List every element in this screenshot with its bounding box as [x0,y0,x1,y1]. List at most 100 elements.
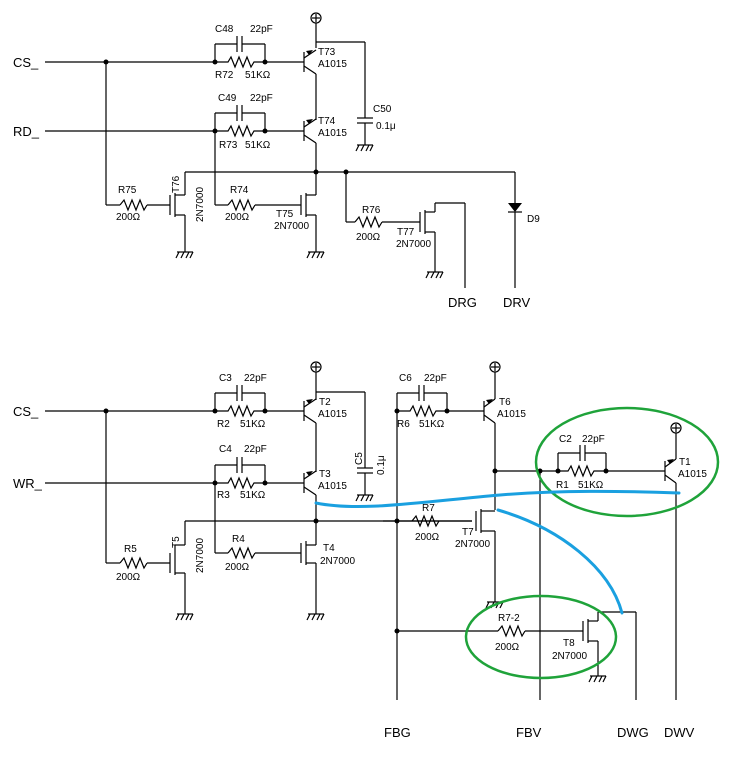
label-r7-2-value: 200Ω [495,642,520,653]
annotation-curve [314,489,681,615]
signal-label-drg: DRG [448,295,477,310]
label-r75-value: 200Ω [116,212,141,223]
transistor-t3 [303,470,317,496]
label-t74-part: A1015 [318,128,347,139]
label-r74: R74 [230,185,249,196]
label-t5: T5 [171,536,182,548]
signal-label-rd: RD_ [13,124,40,139]
label-c49: C49 [218,93,237,104]
label-c6-value: 22pF [424,373,447,384]
vcc-symbol [310,361,322,373]
label-t75: T75 [276,209,294,220]
signal-label-fbv: FBV [516,725,542,740]
signal-label-cs-top: CS_ [13,55,39,70]
mosfet-t75 [300,193,317,252]
label-r73: R73 [219,140,238,151]
label-r75: R75 [118,185,137,196]
label-t76: T76 [171,175,182,193]
mosfet-t77 [419,203,436,272]
label-t77-part: 2N7000 [396,239,431,250]
label-c2: C2 [559,434,572,445]
label-r5: R5 [124,544,137,555]
mosfet-t5 [169,544,186,614]
ground-symbol [355,144,374,152]
transistor-t1 [664,458,677,484]
signal-label-wr: WR_ [13,476,43,491]
label-t74: T74 [318,116,336,127]
label-d9: D9 [527,214,540,225]
signal-label-dwg: DWG [617,725,649,740]
label-r1: R1 [556,480,569,491]
mosfet-t4 [300,541,317,614]
ground-symbol [175,613,194,621]
capacitor-c50 [357,117,373,145]
label-t1-part: A1015 [678,469,707,480]
transistor-t74 [303,118,317,144]
label-r5-value: 200Ω [116,572,141,583]
label-r74-value: 200Ω [225,212,250,223]
label-c6: C6 [399,373,412,384]
signal-label-drv: DRV [503,295,531,310]
label-c50-value: 0.1μ [376,121,396,132]
transistor-t73 [303,49,317,75]
label-t76-part: 2N7000 [195,187,206,222]
label-t3-part: A1015 [318,481,347,492]
label-t75-part: 2N7000 [274,221,309,232]
label-c4-value: 22pF [244,444,267,455]
label-c4: C4 [219,444,232,455]
label-c50: C50 [373,104,392,115]
capacitor-c5 [357,467,373,495]
ground-symbol [306,251,325,259]
label-r3: R3 [217,490,230,501]
diode-d9 [508,203,522,213]
label-r73-value: 51KΩ [245,140,271,151]
label-r1-value: 51KΩ [578,480,604,491]
label-c48: C48 [215,24,234,35]
label-t5-part: 2N7000 [195,538,206,573]
label-t73: T73 [318,47,336,58]
label-c2-value: 22pF [582,434,605,445]
label-r3-value: 51KΩ [240,490,266,501]
label-r6: R6 [397,419,410,430]
signal-label-fbg: FBG [384,725,411,740]
label-t7: T7 [462,527,474,538]
top-circuit [45,12,522,288]
label-r6-value: 51KΩ [419,419,445,430]
label-t77: T77 [397,227,415,238]
label-c49-value: 22pF [250,93,273,104]
label-c48-value: 22pF [250,24,273,35]
label-r7-2: R7-2 [498,613,520,624]
transistor-t2 [303,398,317,424]
label-t4-part: 2N7000 [320,556,355,567]
label-t7-part: 2N7000 [455,539,490,550]
highlight-circle-t8 [464,594,618,680]
ground-symbol [425,271,444,279]
label-r7-value: 200Ω [415,532,440,543]
vcc-symbol [310,12,322,24]
labels: CS_ RD_ CS_ WR_ DRG DRV FBG FBV DWG DWV … [13,24,707,740]
label-r72-value: 51KΩ [245,70,271,81]
transistor-t6 [483,398,496,424]
bottom-circuit [45,361,720,700]
highlight-circle-t1 [534,406,720,518]
label-t8: T8 [563,638,575,649]
vcc-symbol [670,422,682,434]
label-t1: T1 [679,457,691,468]
label-t6: T6 [499,397,511,408]
label-r2-value: 51KΩ [240,419,266,430]
ground-symbol [175,251,194,259]
signal-label-dwv: DWV [664,725,695,740]
label-t4: T4 [323,543,335,554]
label-c3: C3 [219,373,232,384]
label-r76: R76 [362,205,381,216]
mosfet-t8 [582,612,599,676]
label-t8-part: 2N7000 [552,651,587,662]
label-t73-part: A1015 [318,59,347,70]
label-t2: T2 [319,397,331,408]
mosfet-t7 [475,509,496,602]
label-t3: T3 [319,469,331,480]
label-c5-value: 0.1μ [376,455,387,475]
label-r76-value: 200Ω [356,232,381,243]
label-t6-part: A1015 [497,409,526,420]
